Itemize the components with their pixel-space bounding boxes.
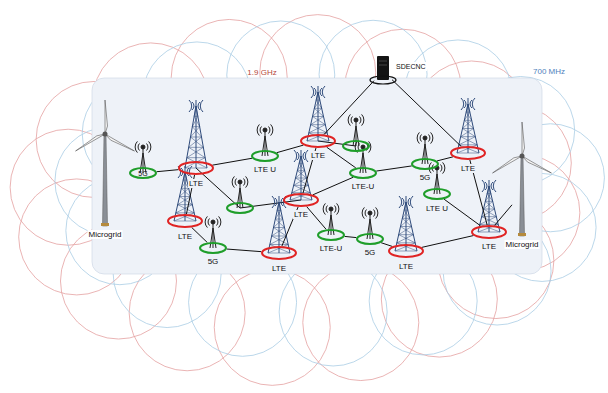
coverage-ring — [199, 242, 227, 254]
server-label: SDECNC — [395, 62, 427, 71]
microgrid: Microgrid — [512, 150, 532, 236]
tower-label: LTE — [177, 232, 193, 241]
wind-turbine — [493, 122, 552, 236]
link-line — [437, 157, 453, 161]
controller-server: SDECNC — [374, 56, 392, 86]
coverage-ring — [178, 161, 214, 175]
coverage-ring — [349, 167, 377, 179]
link-line — [157, 170, 179, 172]
coverage-ring — [471, 225, 507, 239]
cloud-outline — [10, 15, 580, 386]
band-label: 700 MHz — [533, 67, 565, 76]
link-line — [212, 158, 252, 165]
tower-label: LTE U — [425, 204, 449, 213]
coverage-ring — [300, 134, 336, 148]
lte-tower — [457, 98, 479, 153]
network-panel — [92, 78, 542, 274]
cloud-arc — [303, 265, 419, 381]
microgrid: Microgrid — [95, 128, 115, 226]
coverage-ring — [450, 146, 486, 160]
tower-label: 5G — [364, 248, 377, 257]
coverage-ring — [356, 233, 384, 245]
cell-site: 5G — [356, 233, 384, 245]
link-line — [192, 227, 208, 242]
link-line — [277, 145, 304, 153]
tower-label: LTE-U — [351, 182, 376, 191]
tower-label: LTE — [398, 262, 414, 271]
cell-site: LTE U — [423, 188, 451, 200]
server-icon — [374, 56, 392, 86]
cell-site: LTE — [178, 161, 214, 175]
link-line — [422, 236, 474, 248]
link-line — [327, 147, 356, 168]
lte-tower — [395, 196, 417, 251]
coverage-ring — [167, 214, 203, 228]
cell-site: LTE — [300, 134, 336, 148]
cell-site: LTE — [261, 246, 297, 260]
wind-turbine — [76, 100, 135, 226]
cloud-arc — [214, 269, 330, 385]
link-line — [495, 205, 512, 226]
coverage-ring — [261, 246, 297, 260]
link-line — [227, 249, 262, 252]
link-line — [324, 81, 374, 135]
coverage-ring — [317, 229, 345, 241]
link-line — [307, 207, 326, 230]
microgrid-label: Microgrid — [505, 240, 540, 249]
tower-label: LTE-U — [319, 244, 344, 253]
lte-tower — [478, 180, 500, 232]
cell-site: LTE — [388, 244, 424, 258]
link-line — [376, 166, 411, 171]
cell-site: LTE U — [251, 150, 279, 162]
cell-site: LTE-U — [317, 229, 345, 241]
lte-tower — [185, 100, 207, 168]
link-line — [444, 199, 480, 226]
coverage-ring — [283, 193, 319, 207]
tower-label: 5G — [419, 173, 432, 182]
tower-label: LTE — [460, 164, 476, 173]
microgrid-label: Microgrid — [88, 230, 123, 239]
coverage-ring — [423, 188, 451, 200]
cell-site: 5G — [199, 242, 227, 254]
coverage-ring — [343, 141, 369, 151]
tower-label: 5G — [207, 257, 220, 266]
link-line — [345, 236, 357, 237]
cell-site: LTE — [471, 225, 507, 239]
tower-label: LTE — [271, 264, 287, 273]
band-label: 1.9 GHz — [247, 68, 276, 77]
cloud-outline — [55, 20, 605, 366]
link-line — [392, 80, 461, 147]
tower-label: LTE — [481, 242, 497, 251]
cell-site: 5G — [411, 158, 439, 170]
cell-site: LTE-U — [349, 167, 377, 179]
tower-label: LTE — [310, 151, 326, 160]
cell-site: LTE — [283, 193, 319, 207]
cell-site: LTE — [450, 146, 486, 160]
lte-tower — [268, 196, 290, 253]
tower-label: LTE U — [253, 165, 277, 174]
cell-site: 5G — [129, 167, 157, 179]
coverage-ring — [227, 203, 253, 213]
coverage-ring — [411, 158, 439, 170]
tower-label: LTE — [293, 210, 309, 219]
tower-label: 5G — [138, 170, 147, 177]
tower-label: LTE — [188, 179, 204, 188]
coverage-ring — [388, 244, 424, 258]
coverage-ring — [251, 150, 279, 162]
link-line — [313, 177, 353, 195]
cell-site: LTE — [167, 214, 203, 228]
link-line — [381, 243, 392, 247]
